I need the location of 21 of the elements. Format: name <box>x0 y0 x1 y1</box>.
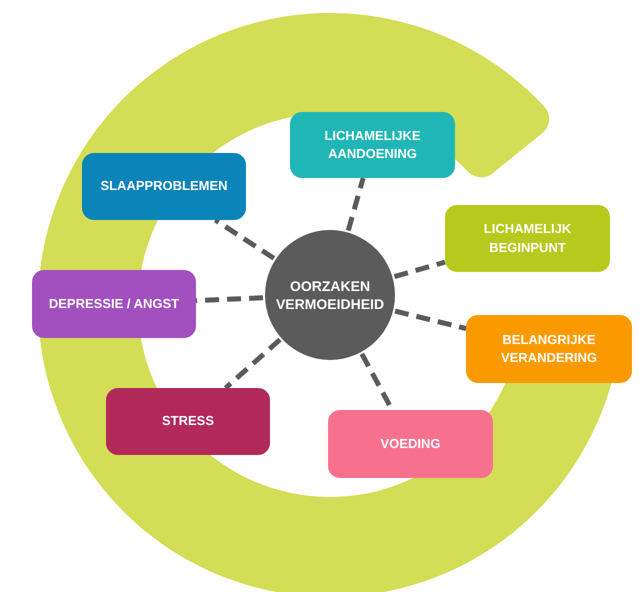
dashed-connector <box>394 260 446 279</box>
category-box <box>32 270 196 338</box>
dashed-connector <box>346 177 366 232</box>
node-label: LICHAMELIJKE AANDOENING <box>323 126 422 163</box>
node-label: OORZAKEN VERMOEIDHEID <box>274 276 386 314</box>
dashed-connector <box>214 218 276 260</box>
node-label: BELANGRIJKE VERANDERING <box>500 330 598 367</box>
category-box <box>328 410 493 478</box>
node-label: SLAAPPROBLEMEN <box>99 177 229 196</box>
dashed-connector <box>196 295 264 304</box>
node-label: LICHAMELIJK BEGINPUNT <box>482 220 572 256</box>
dashed-connector <box>394 308 467 331</box>
node-label: STRESS <box>160 412 215 430</box>
category-box <box>290 112 455 178</box>
category-box <box>466 315 632 383</box>
category-box <box>82 153 246 220</box>
category-box <box>106 388 270 455</box>
node-label: DEPRESSIE / ANGST <box>48 294 180 313</box>
node-label: VOEDING <box>380 434 442 453</box>
category-box <box>445 205 610 272</box>
dashed-connector <box>224 338 282 390</box>
